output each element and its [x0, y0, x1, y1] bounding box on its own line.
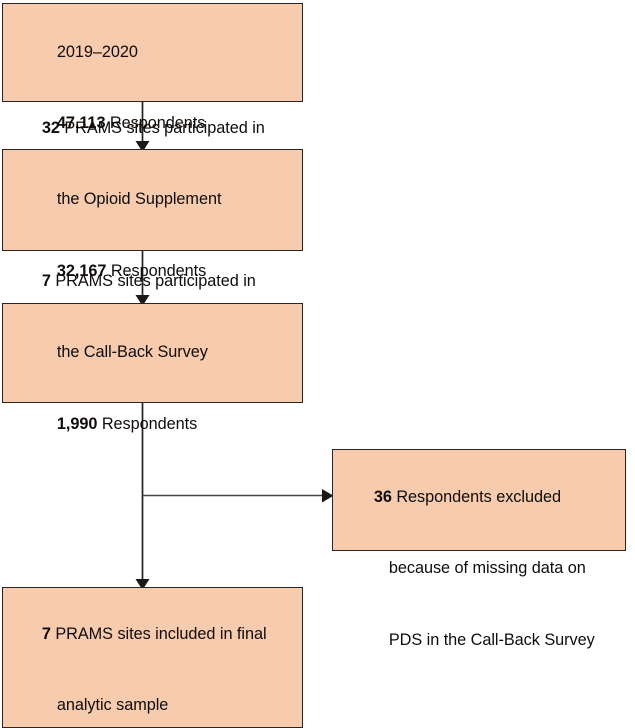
line-text: Respondents	[97, 414, 198, 433]
line-emphasis: 36	[373, 487, 392, 506]
edge-supplement-callback	[135, 251, 150, 306]
line-text: the Opioid Supplement	[56, 190, 222, 209]
box-text-line: 36 Respondents excluded	[347, 462, 615, 534]
line-text: PDS in the Call-Back Survey	[388, 631, 595, 650]
box-text-line: the Opioid Supplement	[15, 164, 292, 236]
call-back-survey-box: 7 PRAMS sites participated in the Call-B…	[2, 272, 303, 433]
prams-participation-box: 50 Sites participated in PRAMS 2019–2020…	[2, 0, 303, 132]
line-emphasis: 1,990	[56, 414, 98, 433]
box-text-line: 7 PRAMS sites participated in	[15, 246, 292, 318]
box-text-line: 47,113 Respondents	[15, 88, 292, 160]
box-text-line: 2019–2020	[15, 17, 292, 89]
box-text-line: 7 PRAMS sites included in final	[15, 599, 292, 671]
box-text-line: 50 Sites participated in PRAMS	[15, 0, 292, 17]
line-emphasis: 47,113	[56, 114, 106, 133]
final-analytic-sample-box: 7 PRAMS sites included in final analytic…	[2, 587, 303, 728]
excluded-respondents-box: 36 Respondents excluded because of missi…	[332, 449, 626, 649]
edge-callback-final	[135, 403, 150, 590]
edge-callback-excluded	[142, 489, 334, 503]
line-emphasis: 32	[41, 118, 60, 137]
edge-enrolled-supplement	[135, 102, 150, 152]
line-text: PRAMS sites participated in	[50, 271, 256, 290]
line-text: 2019–2020	[56, 42, 138, 61]
line-emphasis: 7	[41, 624, 51, 643]
line-text: Respondents	[106, 261, 207, 280]
line-text: because of missing data on	[388, 559, 586, 578]
line-text: analytic sample	[56, 696, 169, 715]
line-text: Respondents	[105, 114, 206, 133]
box-text-line: 32,167 Respondents	[15, 236, 292, 308]
box-text-line: 1,990 Respondents	[15, 389, 292, 461]
box-text-line: because of missing data on	[347, 534, 615, 606]
line-text: Respondents excluded	[391, 487, 561, 506]
line-emphasis: 32,167	[56, 261, 107, 280]
line-text: the Call-Back Survey	[56, 343, 208, 362]
line-emphasis: 7	[41, 271, 51, 290]
box-text-line: analytic sample	[15, 671, 292, 728]
opioid-supplement-box: 32 PRAMS sites participated in the Opioi…	[2, 119, 303, 280]
box-text-line: 32 PRAMS sites participated in	[15, 93, 292, 165]
line-text: PRAMS sites participated in	[59, 118, 265, 137]
box-text-line: PDS in the Call-Back Survey	[347, 605, 615, 677]
box-text-line: the Call-Back Survey	[15, 317, 292, 389]
line-text: PRAMS sites included in final	[50, 624, 267, 643]
